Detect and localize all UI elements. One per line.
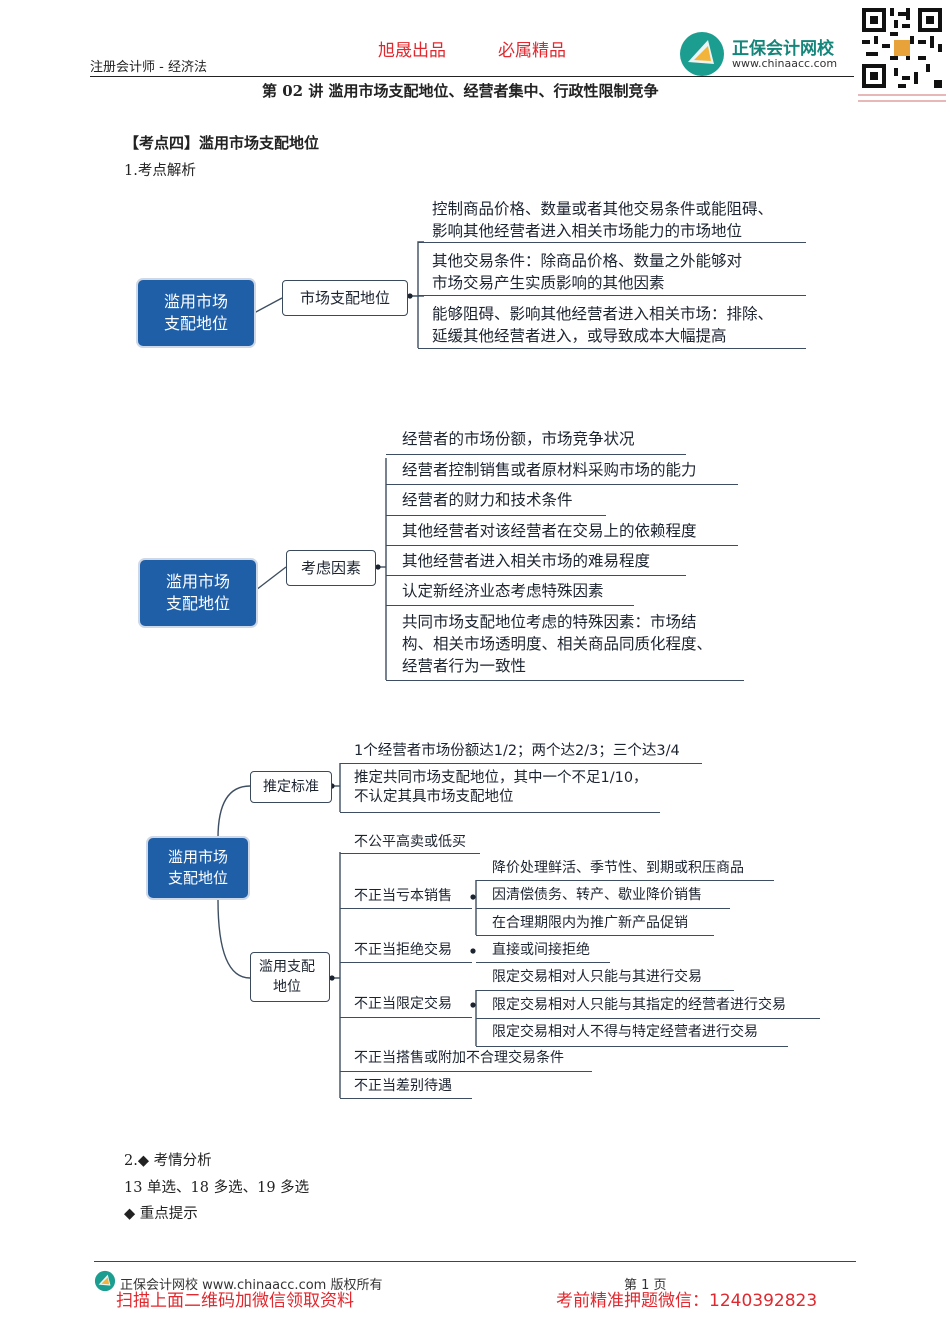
loss-sale-leaf-1: 降价处理鲜活、季节性、到期或积压商品	[492, 860, 744, 876]
map3-abuse-item-2: 不正当亏本销售	[354, 888, 452, 904]
chinaacc-logo: 正保会计网校 www.chinaacc.com	[678, 30, 858, 80]
map3-presumption-leaf-1: 1个经营者市场份额达1/2；两个达2/3；三个达3/4	[354, 743, 680, 759]
map3-root-node: 滥用市场 支配地位	[148, 838, 248, 898]
stamp-text-1: 旭晟出品	[378, 41, 446, 61]
map3-abuse-item-4: 不正当限定交易	[354, 996, 452, 1012]
analysis-line: 13 单选、18 多选、19 多选	[124, 1180, 310, 1196]
restrict-leaf-1: 限定交易相对人只能与其进行交易	[492, 969, 702, 985]
map1-leaf-3: 能够阻碍、影响其他经营者进入相关市场：排除、 延缓其他经营者进入，或导致成本大幅…	[432, 305, 774, 345]
map1-root-node: 滥用市场 支配地位	[138, 280, 254, 346]
map2-leaf-4: 其他经营者对该经营者在交易上的依赖程度	[402, 522, 697, 540]
map2-leaf-6: 认定新经济业态考虑特殊因素	[402, 582, 604, 600]
lecture-title: 第 02 讲 滥用市场支配地位、经营者集中、行政性限制竞争	[262, 82, 659, 100]
qr-code-icon	[858, 4, 946, 112]
map1-leaf-1: 控制商品价格、数量或者其他交易条件或能阻碍、 影响其他经营者进入相关市场能力的市…	[432, 200, 774, 240]
map1-mid-node: 市场支配地位	[282, 280, 408, 316]
restrict-leaf-3: 限定交易相对人不得与特定经营者进行交易	[492, 1024, 758, 1040]
map2-leaf-7: 共同市场支配地位考虑的特殊因素：市场结 构、相关市场透明度、相关商品同质化程度、…	[402, 613, 713, 675]
map1-leaf-2: 其他交易条件：除商品价格、数量之外能够对 市场交易产生实质影响的其他因素	[432, 252, 743, 292]
map2-leaf-3: 经营者的财力和技术条件	[402, 491, 573, 509]
footer-ad-left: 扫描上面二维码加微信领取资料	[116, 1291, 354, 1311]
stamp-text-2: 必属精品	[498, 41, 566, 61]
map2-leaf-1: 经营者的市场份额，市场竞争状况	[402, 430, 635, 448]
map3-abuse-item-3: 不正当拒绝交易	[354, 942, 452, 958]
subsection-label: 1.考点解析	[124, 163, 196, 179]
analysis-title: 2.◆ 考情分析	[124, 1153, 212, 1169]
restrict-leaf-2: 限定交易相对人只能与其指定的经营者进行交易	[492, 997, 786, 1013]
header-left-title: 注册会计师 - 经济法	[90, 60, 207, 75]
loss-sale-leaf-2: 因清偿债务、转产、歇业降价销售	[492, 887, 702, 903]
footer-ad-right: 考前精准押题微信：1240392823	[556, 1291, 818, 1311]
map2-leaf-2: 经营者控制销售或者原材料采购市场的能力	[402, 461, 697, 479]
logo-url: www.chinaacc.com	[732, 57, 838, 70]
map3-abuse-item-6: 不正当差别待遇	[354, 1078, 452, 1094]
loss-sale-leaf-3: 在合理期限内为推广新产品促销	[492, 915, 688, 931]
logo-name: 正保会计网校	[732, 39, 834, 59]
map2-mid-node: 考虑因素	[286, 550, 376, 586]
refuse-leaf-1: 直接或间接拒绝	[492, 942, 590, 958]
footer-logo-icon	[94, 1270, 116, 1292]
map3-branch-abuse: 滥用支配 地位	[250, 952, 330, 1002]
map2-root-node: 滥用市场 支配地位	[140, 560, 256, 626]
footer-page-number: 第 1 页	[624, 1278, 667, 1293]
map3-branch-presumption: 推定标准	[250, 771, 332, 803]
map3-abuse-item-5: 不正当搭售或附加不合理交易条件	[354, 1050, 564, 1066]
map2-leaf-5: 其他经营者进入相关市场的难易程度	[402, 552, 651, 570]
section-heading: 【考点四】滥用市场支配地位	[124, 134, 320, 152]
key-tip-label: ◆ 重点提示	[124, 1206, 198, 1222]
map3-presumption-leaf-2: 推定共同市场支配地位，其中一个不足1/10， 不认定其具市场支配地位	[354, 770, 648, 805]
map3-abuse-item-1: 不公平高卖或低买	[354, 834, 466, 850]
footer-copyright: 正保会计网校 www.chinaacc.com 版权所有	[120, 1278, 383, 1293]
logo-icon	[680, 32, 724, 76]
